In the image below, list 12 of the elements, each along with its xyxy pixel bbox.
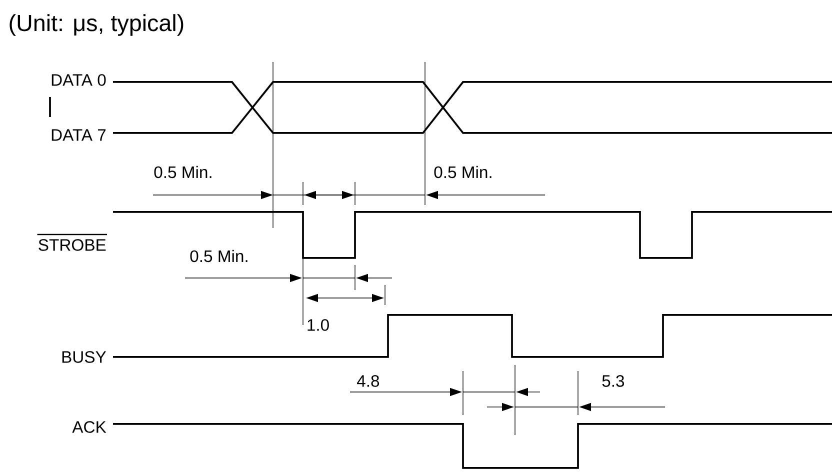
signal-name: STROBE: [37, 234, 107, 251]
signal-name: DATA 0: [52, 74, 106, 86]
signal-name: ACK: [72, 421, 106, 433]
timing-value: 0.5 Min.: [190, 250, 248, 262]
timing-value: 0.5 Min.: [154, 166, 212, 178]
timing-value: 4.8: [356, 375, 380, 387]
unit-note: (Unit: μs, typical): [10, 14, 184, 36]
timing-value: 1.0: [308, 319, 329, 331]
signal-name: DATA 7: [52, 129, 106, 141]
timing-value: 0.5 Min.: [434, 166, 492, 178]
signal-name: BUSY: [62, 351, 106, 363]
timing-value: 5.3: [602, 375, 624, 387]
